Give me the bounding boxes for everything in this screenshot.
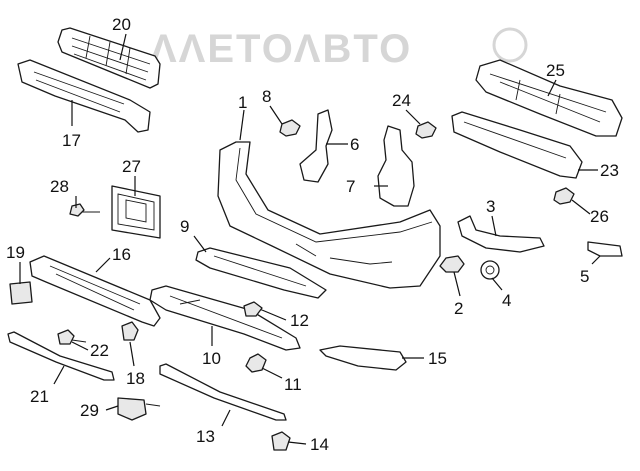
watermark-logo-icon xyxy=(492,27,528,63)
callout-7: 7 xyxy=(346,177,355,196)
callout-9: 9 xyxy=(180,217,189,236)
callout-14: 14 xyxy=(310,435,329,454)
part-25-reinforcement xyxy=(475,59,623,137)
callout-21: 21 xyxy=(30,387,49,406)
part-18-clip xyxy=(121,321,139,341)
part-10-lower-undercover xyxy=(149,285,301,351)
part-17-grille-frame xyxy=(17,59,151,133)
part-6-side-bracket xyxy=(299,109,333,183)
part-22-screw xyxy=(57,329,87,345)
callout-26: 26 xyxy=(590,207,609,226)
part-4-nut xyxy=(480,260,500,280)
callout-15: 15 xyxy=(428,349,447,368)
callout-11: 11 xyxy=(284,375,302,394)
part-2-screw xyxy=(439,255,465,273)
part-24-clip xyxy=(415,121,437,139)
part-9-upper-undercover xyxy=(195,247,327,299)
callout-29: 29 xyxy=(80,401,99,420)
callout-24: 24 xyxy=(392,91,411,110)
part-27-license-bracket xyxy=(111,185,161,239)
callout-20: 20 xyxy=(112,15,131,34)
callout-12: 12 xyxy=(290,311,309,330)
part-1-bumper-cover xyxy=(217,141,441,289)
part-19-tow-cover xyxy=(9,281,33,305)
part-7-side-bracket xyxy=(377,125,415,207)
part-29-sensor xyxy=(117,397,161,421)
part-21-molding xyxy=(7,331,115,381)
callout-25: 25 xyxy=(546,61,565,80)
callout-3: 3 xyxy=(486,197,495,216)
part-5-bracket xyxy=(587,241,623,257)
watermark: ΛΛΕΤΟΛΒΤΟ xyxy=(150,27,528,71)
watermark-text: ΛΛΕΤΟΛΒΤΟ xyxy=(150,27,412,71)
callout-8: 8 xyxy=(262,87,271,106)
callout-27: 27 xyxy=(122,157,141,176)
callout-28: 28 xyxy=(50,177,69,196)
part-26-clip xyxy=(553,187,575,205)
callout-10: 10 xyxy=(202,349,221,368)
callout-4: 4 xyxy=(502,291,511,310)
part-13-molding xyxy=(159,363,287,421)
callout-2: 2 xyxy=(454,299,463,318)
callout-22: 22 xyxy=(90,341,109,360)
part-16-lower-grille xyxy=(29,255,161,327)
callout-13: 13 xyxy=(196,427,215,446)
callout-16: 16 xyxy=(112,245,131,264)
part-14-clip xyxy=(271,431,291,451)
part-11-clip xyxy=(245,353,267,373)
callout-18: 18 xyxy=(126,369,145,388)
part-20-upper-grille xyxy=(57,27,161,89)
callout-1: 1 xyxy=(238,93,247,112)
part-28-screw xyxy=(69,203,100,217)
part-15-garnish xyxy=(319,345,407,371)
callout-23: 23 xyxy=(600,161,619,180)
part-3-side-spacer xyxy=(457,215,545,253)
callout-19: 19 xyxy=(6,243,25,262)
callout-6: 6 xyxy=(350,135,359,154)
callout-numbers: 20 17 27 28 19 16 1 8 6 7 24 25 23 26 3 … xyxy=(6,15,619,454)
part-8-clip xyxy=(279,119,301,137)
callout-17: 17 xyxy=(62,131,81,150)
leader-lines xyxy=(19,33,601,445)
part-12-screw xyxy=(243,301,263,317)
callout-5: 5 xyxy=(580,267,589,286)
